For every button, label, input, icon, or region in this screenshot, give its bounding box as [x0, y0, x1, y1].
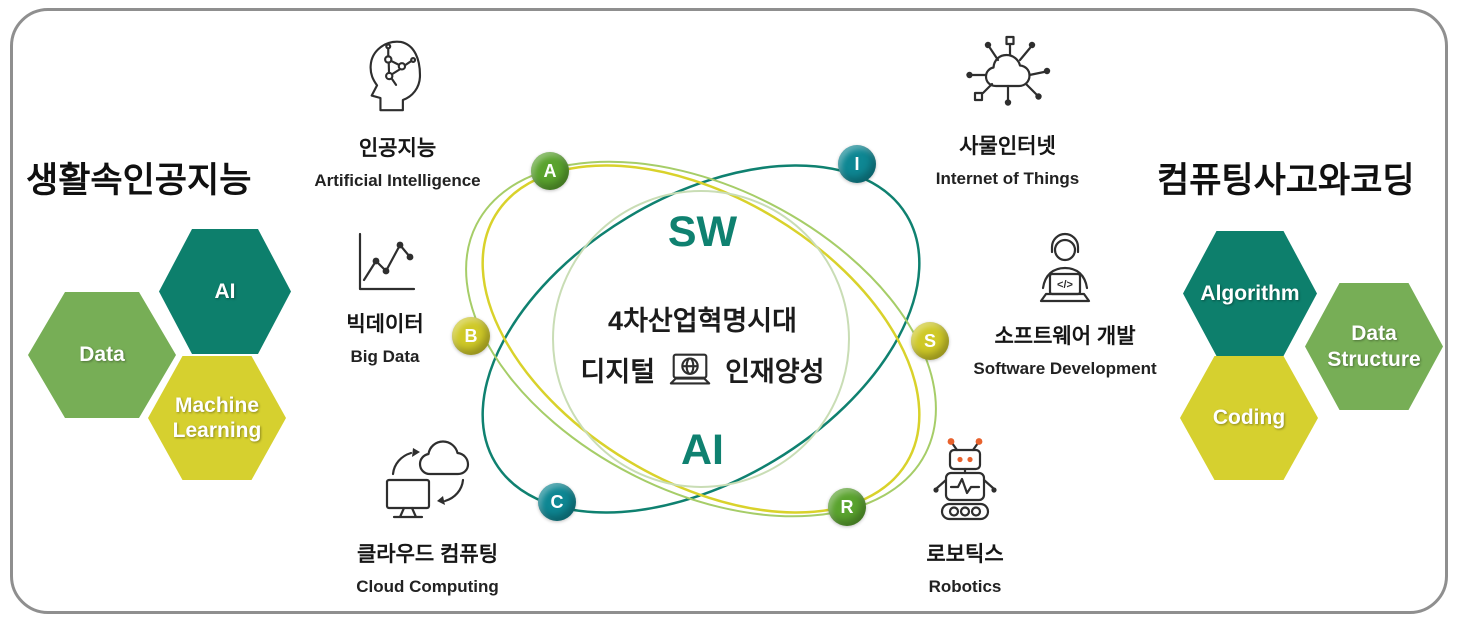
line-chart-icon [358, 232, 416, 291]
cloud-computing-icon [385, 440, 469, 519]
iot-network-icon [965, 35, 1050, 106]
left-section-title: 생활속인공지능 [26, 161, 252, 200]
item-cloud-computing: 클라우드 컴퓨팅 Cloud Computing [330, 438, 525, 597]
badge-i: I [838, 145, 876, 183]
hexagon-data: Data [28, 292, 176, 418]
venn-ellipse-teal [481, 164, 921, 514]
venn-orbit-diagram [465, 160, 937, 518]
badge-a-letter: A [543, 160, 557, 181]
venn-center-circle [552, 190, 850, 488]
venn-ellipse-light-green [465, 160, 937, 518]
ai-label: AI [681, 426, 724, 474]
code-glyph: </> [1057, 279, 1073, 291]
item-swdev-label-en: Software Development [973, 359, 1157, 378]
item-iot-label-ko: 사물인터넷 [959, 135, 1056, 158]
hexagon-machine-learning-label: Machine Learning [172, 393, 262, 442]
item-software-development: </> 소프트웨어 개발 Software Development [965, 226, 1165, 379]
robot-icon [933, 438, 997, 521]
venn-ellipse-yellow [481, 164, 921, 514]
badge-b-letter: B [464, 325, 478, 346]
item-ai-label-ko: 인공지능 [358, 137, 437, 160]
badge-r-letter: R [840, 496, 854, 517]
item-swdev-label-ko: 소프트웨어 개발 [994, 325, 1136, 348]
ai-head-icon [369, 40, 421, 112]
developer-icon: </> [1039, 232, 1091, 303]
center-headline: 4차산업혁명시대 [608, 306, 797, 336]
hexagon-data-label: Data [79, 343, 125, 367]
badge-s: S [911, 322, 949, 360]
badge-i-letter: I [854, 153, 860, 174]
item-bigdata-label-en: Big Data [350, 347, 420, 366]
laptop-globe-icon [669, 353, 711, 384]
item-robotics: 로보틱스 Robotics [905, 436, 1025, 597]
hexagon-coding-label: Coding [1212, 406, 1286, 430]
item-big-data: 빅데이터 Big Data [310, 228, 460, 367]
center-subline-right: 인재양성 [725, 357, 825, 387]
hexagon-ai-label: AI [214, 279, 236, 303]
badge-b: B [452, 317, 490, 355]
item-robot-label-ko: 로보틱스 [926, 543, 1004, 566]
hexagon-algorithm-label: Algorithm [1200, 281, 1300, 305]
item-cloud-label-ko: 클라우드 컴퓨팅 [356, 543, 499, 566]
item-robot-label-en: Robotics [928, 577, 1002, 596]
hexagon-algorithm: Algorithm [1183, 231, 1317, 356]
right-section-title: 컴퓨팅사고와코딩 [1157, 161, 1415, 200]
item-internet-of-things: 사물인터넷 Internet of Things [915, 34, 1100, 189]
badge-c: C [538, 483, 576, 521]
badge-c-letter: C [550, 491, 564, 512]
item-cloud-label-en: Cloud Computing [356, 577, 499, 596]
center-subline-left: 디지털 [580, 357, 656, 387]
item-iot-label-en: Internet of Things [935, 169, 1080, 188]
badge-r: R [828, 488, 866, 526]
item-artificial-intelligence: 인공지능 Artificial Intelligence [300, 36, 495, 191]
badge-s-letter: S [923, 330, 936, 351]
item-bigdata-label-ko: 빅데이터 [346, 313, 424, 336]
center-subline: 디지털 인재양성 [425, 350, 980, 389]
hexagon-data-structure-label: Data Structure [1327, 322, 1421, 371]
outer-border [10, 8, 1448, 614]
item-ai-label-en: Artificial Intelligence [314, 171, 481, 190]
sw-label: SW [667, 208, 738, 256]
badge-a: A [531, 152, 569, 190]
